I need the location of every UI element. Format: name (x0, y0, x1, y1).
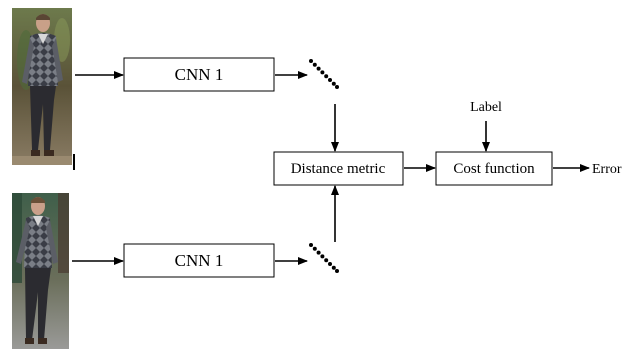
label-text: Label (470, 100, 502, 115)
error-text: Error (592, 162, 622, 177)
feature-vector-top (309, 59, 339, 89)
distance-metric-label: Distance metric (291, 161, 386, 177)
feature-vector-bottom (309, 243, 339, 273)
cnn-box-top (123, 57, 275, 92)
cnn-label-top: CNN 1 (175, 65, 224, 84)
cost-function-box (435, 151, 553, 186)
person-photo-bottom (12, 193, 69, 349)
cnn-label-bottom: CNN 1 (175, 251, 224, 270)
person-photo-top (12, 8, 72, 165)
cnn-box-bottom (123, 243, 275, 278)
distance-metric-box (273, 151, 404, 186)
cost-function-label: Cost function (453, 161, 535, 177)
